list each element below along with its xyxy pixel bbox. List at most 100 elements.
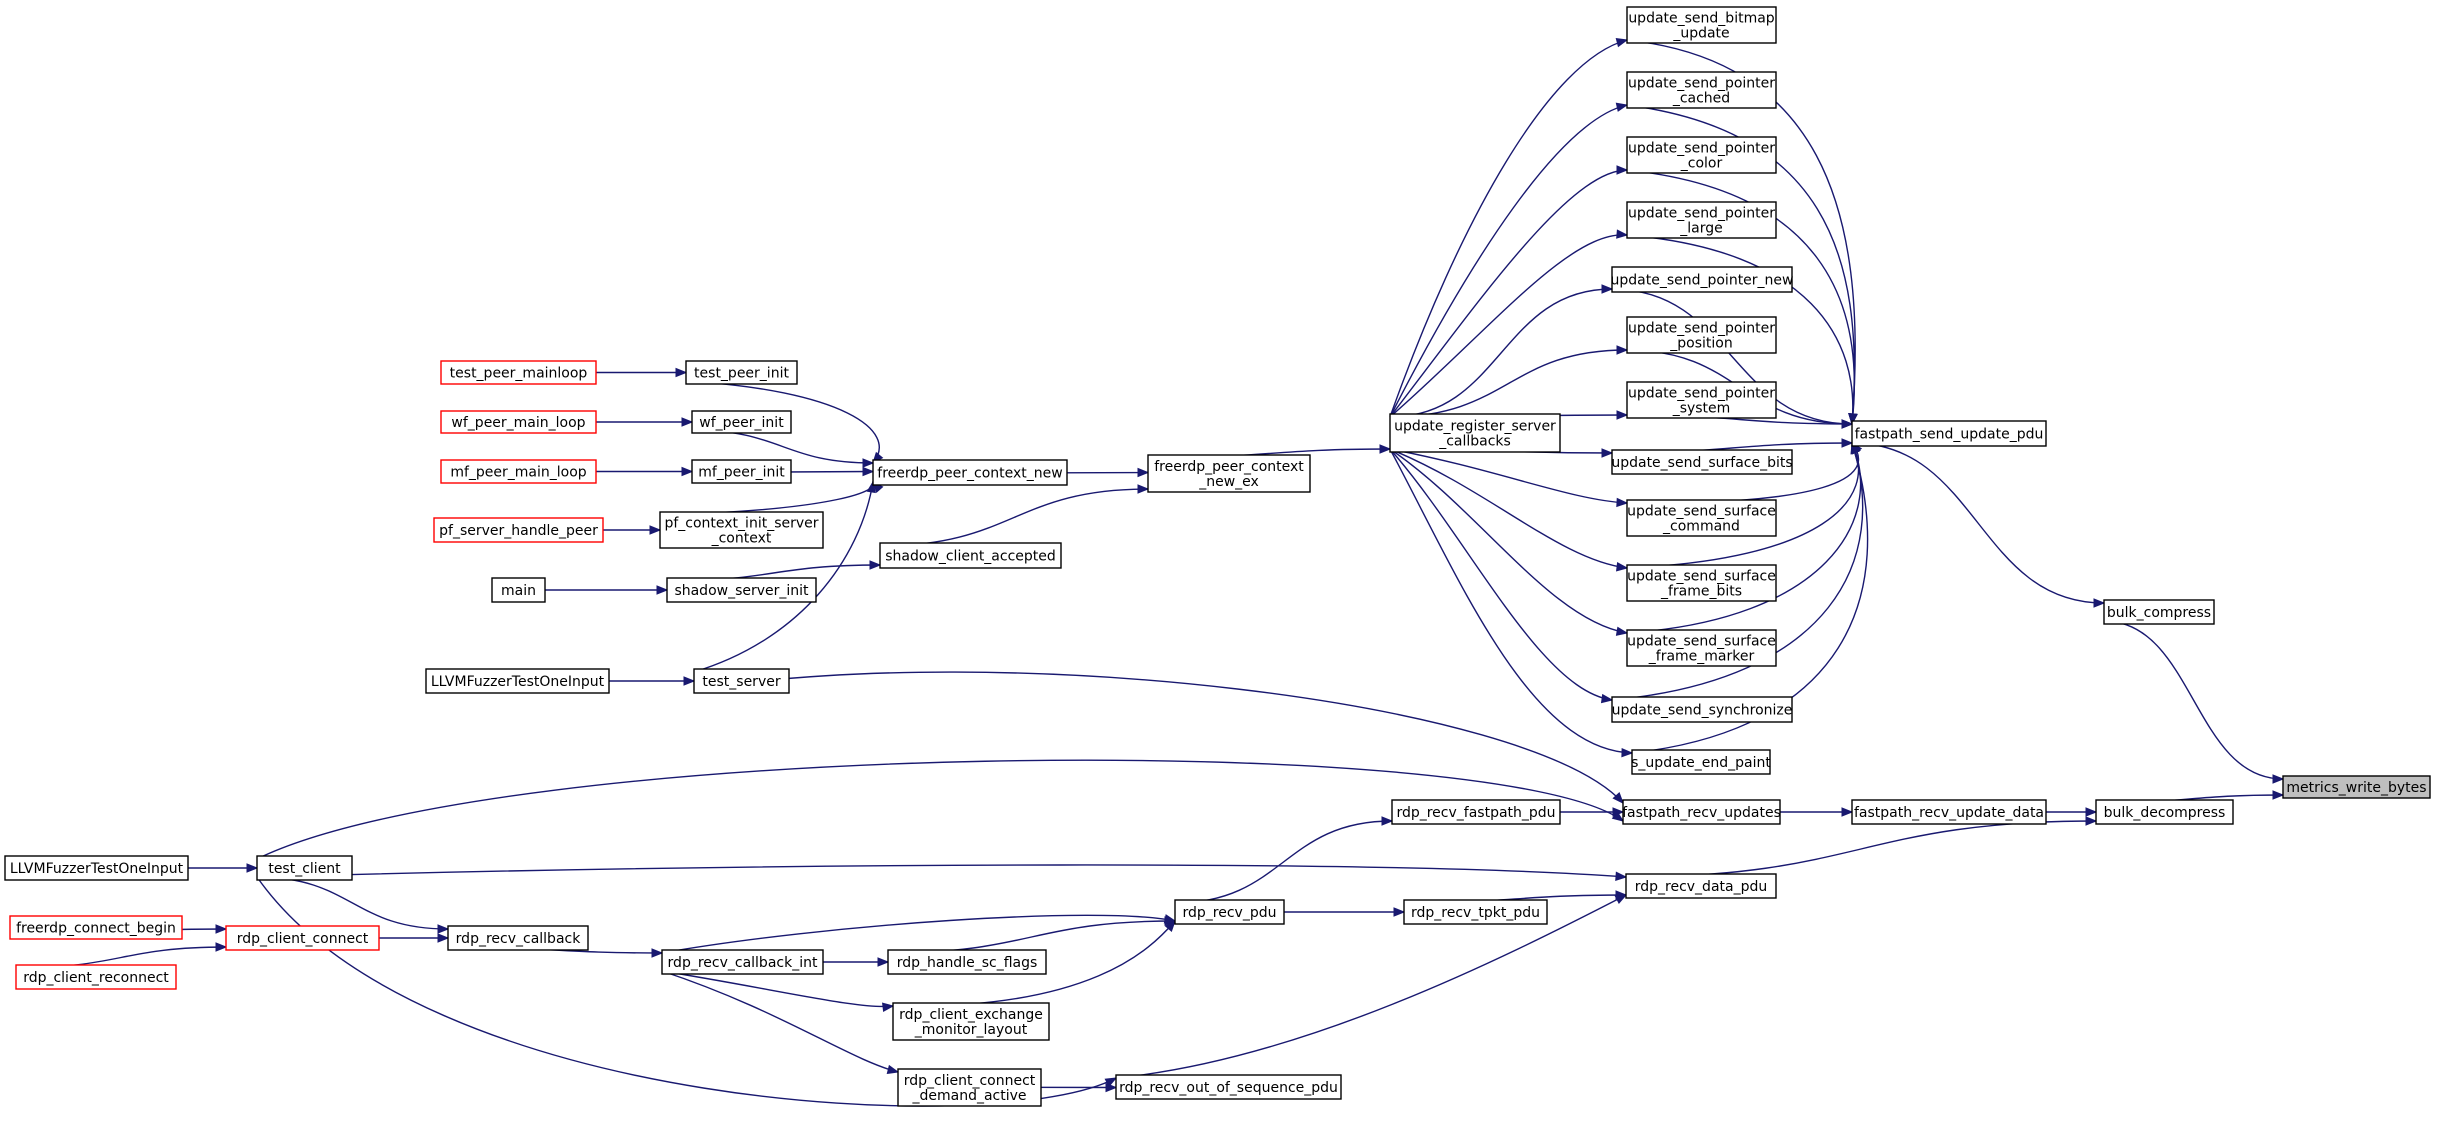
node-box[interactable]	[2095, 799, 2234, 825]
node-update-send-pointer-new[interactable]: update_send_pointer_new	[1610, 266, 1794, 293]
node-box[interactable]	[1626, 316, 1777, 354]
node-s-update-end-paint[interactable]: s_update_end_paint	[1631, 749, 1771, 775]
node-wf-peer-main-loop[interactable]: wf_peer_main_loop	[440, 410, 597, 434]
node-box[interactable]	[1622, 799, 1781, 825]
node-box[interactable]	[1851, 799, 2047, 825]
node-box[interactable]	[1147, 454, 1311, 493]
node-box[interactable]	[1389, 413, 1561, 453]
node-bulk-compress[interactable]: bulk_compress	[2103, 599, 2215, 625]
node-rdp-client-reconnect[interactable]: rdp_client_reconnect	[15, 964, 177, 990]
node-box[interactable]	[1611, 449, 1793, 475]
node-update-send-pointer-system[interactable]: update_send_pointer_system	[1626, 381, 1777, 419]
node-update-send-pointer-color[interactable]: update_send_pointer_color	[1626, 136, 1777, 174]
node-box[interactable]	[691, 459, 792, 484]
node-update-send-surface-command[interactable]: update_send_surface_command	[1626, 499, 1777, 537]
node-test-client[interactable]: test_client	[256, 855, 353, 881]
node-box[interactable]	[433, 517, 604, 543]
node-box[interactable]	[879, 542, 1062, 569]
node-box[interactable]	[1611, 266, 1793, 293]
node-update-send-bitmap-update[interactable]: update_send_bitmap_update	[1626, 6, 1777, 44]
node-update-send-pointer-cached[interactable]: update_send_pointer_cached	[1626, 71, 1777, 109]
node-rdp-recv-tpkt-pdu[interactable]: rdp_recv_tpkt_pdu	[1403, 899, 1548, 925]
node-pf-server-handle-peer[interactable]: pf_server_handle_peer	[433, 517, 604, 543]
node-metrics-write-bytes[interactable]: metrics_write_bytes	[2282, 775, 2431, 799]
node-box[interactable]	[9, 915, 183, 940]
node-box[interactable]	[666, 577, 817, 603]
node-box[interactable]	[1851, 420, 2047, 447]
node-box[interactable]	[440, 459, 597, 484]
node-shadow-client-accepted[interactable]: shadow_client_accepted	[879, 542, 1062, 569]
node-box[interactable]	[256, 855, 353, 881]
node-fastpath-send-update-pdu[interactable]: fastpath_send_update_pdu	[1851, 420, 2047, 447]
node-box[interactable]	[887, 949, 1047, 975]
node-freerdp-peer-context-new[interactable]: freerdp_peer_context_new	[872, 459, 1068, 486]
node-rdp-recv-callback-int[interactable]: rdp_recv_callback_int	[661, 949, 824, 975]
node-box[interactable]	[1626, 71, 1777, 109]
node-box[interactable]	[1631, 749, 1771, 775]
node-box[interactable]	[1391, 799, 1561, 825]
node-box[interactable]	[2282, 775, 2431, 799]
node-rdp-recv-pdu[interactable]: rdp_recv_pdu	[1174, 899, 1285, 925]
node-update-send-pointer-large[interactable]: update_send_pointer_large	[1626, 201, 1777, 239]
node-box[interactable]	[1626, 499, 1777, 537]
node-rdp-handle-sc-flags[interactable]: rdp_handle_sc_flags	[887, 949, 1047, 975]
node-update-register-server-callbacks[interactable]: update_register_server_callbacks	[1389, 413, 1561, 453]
node-wf-peer-init[interactable]: wf_peer_init	[691, 410, 792, 434]
node-fastpath-recv-updates[interactable]: fastpath_recv_updates	[1622, 799, 1781, 825]
node-test-peer-mainloop[interactable]: test_peer_mainloop	[440, 360, 597, 385]
node-test-peer-init[interactable]: test_peer_init	[685, 360, 798, 385]
node-update-send-synchronize[interactable]: update_send_synchronize	[1611, 696, 1793, 723]
node-rdp-recv-out-of-sequence-pdu[interactable]: rdp_recv_out_of_sequence_pdu	[1115, 1074, 1342, 1100]
node-box[interactable]	[693, 668, 790, 694]
node-box[interactable]	[1626, 629, 1777, 667]
node-rdp-client-connect-demand-active[interactable]: rdp_client_connect_demand_active	[897, 1068, 1042, 1107]
node-box[interactable]	[1115, 1074, 1342, 1100]
node-box[interactable]	[1626, 201, 1777, 239]
node-rdp-recv-callback[interactable]: rdp_recv_callback	[447, 925, 589, 951]
node-box[interactable]	[225, 925, 380, 951]
node-llvmfuzzertestoneinput-b[interactable]: LLVMFuzzerTestOneInput	[4, 855, 189, 881]
node-update-send-surface-bits[interactable]: update_send_surface_bits	[1611, 449, 1793, 475]
node-freerdp-connect-begin[interactable]: freerdp_connect_begin	[9, 915, 183, 940]
node-llvmfuzzertestoneinput-a[interactable]: LLVMFuzzerTestOneInput	[425, 668, 610, 694]
node-box[interactable]	[897, 1068, 1042, 1107]
node-mf-peer-init[interactable]: mf_peer_init	[691, 459, 792, 484]
node-box[interactable]	[4, 855, 189, 881]
node-main[interactable]: main	[491, 577, 546, 603]
node-shadow-server-init[interactable]: shadow_server_init	[666, 577, 817, 603]
node-box[interactable]	[447, 925, 589, 951]
node-box[interactable]	[661, 949, 824, 975]
node-mf-peer-main-loop[interactable]: mf_peer_main_loop	[440, 459, 597, 484]
node-fastpath-recv-update-data[interactable]: fastpath_recv_update_data	[1851, 799, 2047, 825]
node-box[interactable]	[2103, 599, 2215, 625]
node-box[interactable]	[440, 410, 597, 434]
node-rdp-client-connect[interactable]: rdp_client_connect	[225, 925, 380, 951]
node-freerdp-peer-context-new-ex[interactable]: freerdp_peer_context_new_ex	[1147, 454, 1311, 493]
node-box[interactable]	[1626, 381, 1777, 419]
node-update-send-pointer-position[interactable]: update_send_pointer_position	[1626, 316, 1777, 354]
node-box[interactable]	[1626, 564, 1777, 602]
node-pf-context-init-server-context[interactable]: pf_context_init_server_context	[659, 511, 824, 549]
node-box[interactable]	[872, 459, 1068, 486]
node-box[interactable]	[691, 410, 792, 434]
node-box[interactable]	[491, 577, 546, 603]
node-box[interactable]	[892, 1002, 1050, 1041]
node-bulk-decompress[interactable]: bulk_decompress	[2095, 799, 2234, 825]
node-box[interactable]	[1626, 136, 1777, 174]
node-box[interactable]	[685, 360, 798, 385]
node-box[interactable]	[1611, 696, 1793, 723]
node-test-server[interactable]: test_server	[693, 668, 790, 694]
node-update-send-surface-frame-bits[interactable]: update_send_surface_frame_bits	[1626, 564, 1777, 602]
node-rdp-client-exchange-monitor-layout[interactable]: rdp_client_exchange_monitor_layout	[892, 1002, 1050, 1041]
node-rdp-recv-fastpath-pdu[interactable]: rdp_recv_fastpath_pdu	[1391, 799, 1561, 825]
node-box[interactable]	[1403, 899, 1548, 925]
node-update-send-surface-frame-marker[interactable]: update_send_surface_frame_marker	[1626, 629, 1777, 667]
node-box[interactable]	[1625, 873, 1777, 899]
node-box[interactable]	[440, 360, 597, 385]
node-rdp-recv-data-pdu[interactable]: rdp_recv_data_pdu	[1625, 873, 1777, 899]
node-box[interactable]	[425, 668, 610, 694]
node-box[interactable]	[15, 964, 177, 990]
node-box[interactable]	[659, 511, 824, 549]
node-box[interactable]	[1626, 6, 1777, 44]
node-box[interactable]	[1174, 899, 1285, 925]
